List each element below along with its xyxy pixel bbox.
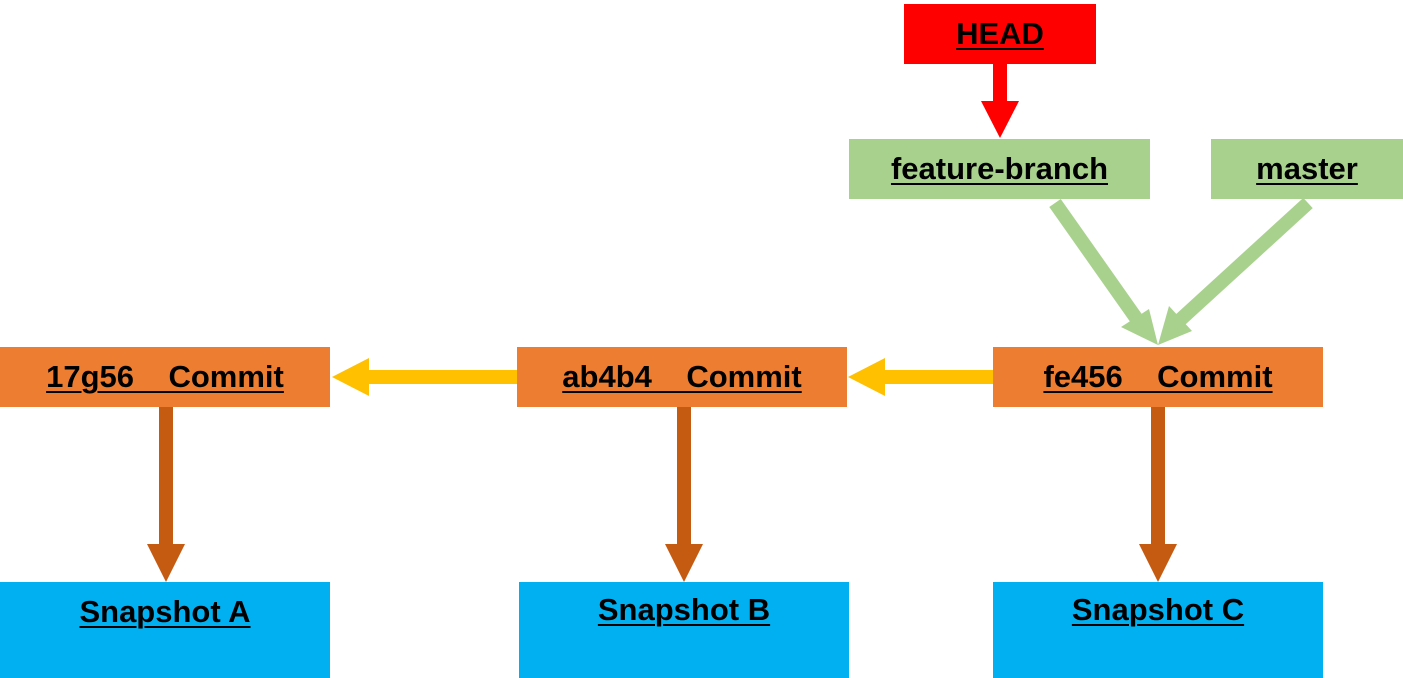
branch-label: feature-branch xyxy=(890,151,1109,186)
commit-fe456-to-snapshot-c-arrow xyxy=(1139,407,1177,582)
snapshot-c: Snapshot C xyxy=(993,582,1323,678)
commit-17g56: 17g56 Commit xyxy=(0,347,330,407)
head-label: HEAD xyxy=(956,16,1044,51)
master-to-commit-arrow xyxy=(1158,197,1313,345)
snapshot-a: Snapshot A xyxy=(0,582,330,678)
commit-ab4b4: ab4b4 Commit xyxy=(517,347,847,407)
commit-fe456: fe456 Commit xyxy=(993,347,1323,407)
branch-feature-branch: feature-branch xyxy=(849,139,1150,199)
branch-label: master xyxy=(1256,151,1358,186)
commit-17g56-to-snapshot-a-arrow xyxy=(147,407,185,582)
head-to-feature-branch-arrow xyxy=(981,64,1019,138)
head-pointer: HEAD xyxy=(904,4,1096,64)
feature-branch-to-commit-arrow xyxy=(1049,198,1158,345)
branch-master: master xyxy=(1211,139,1403,199)
snapshot-b: Snapshot B xyxy=(519,582,849,678)
commit-label: 17g56 Commit xyxy=(46,359,284,394)
commit-ab4b4-to-snapshot-b-arrow xyxy=(665,407,703,582)
snapshot-label: Snapshot C xyxy=(1071,592,1245,627)
commit-label: ab4b4 Commit xyxy=(562,359,802,394)
commit-fe456-to-ab4b4-arrow xyxy=(848,358,994,396)
snapshot-label: Snapshot B xyxy=(597,592,771,627)
commit-ab4b4-to-17g56-arrow xyxy=(332,358,518,396)
snapshot-label: Snapshot A xyxy=(79,594,251,629)
commit-label: fe456 Commit xyxy=(1043,359,1273,394)
